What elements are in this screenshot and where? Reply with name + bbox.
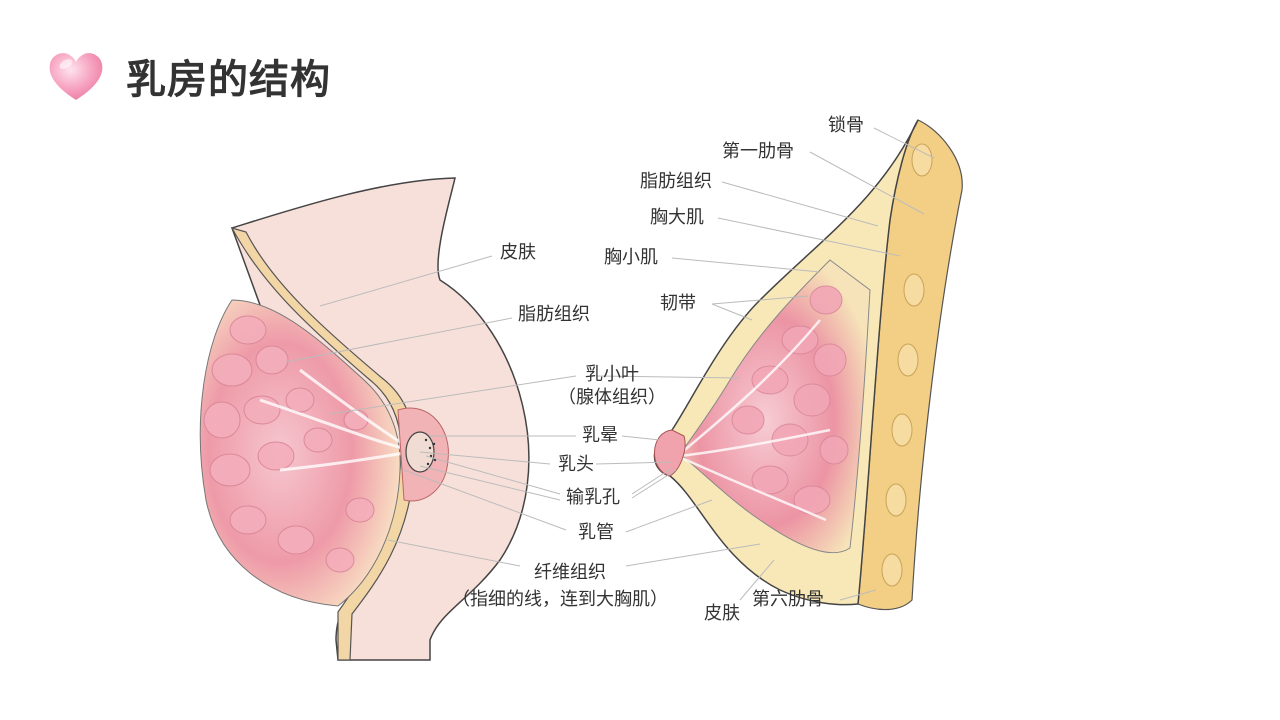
label-fat-left: 脂肪组织 xyxy=(518,304,590,325)
left-breast-section xyxy=(199,177,530,661)
page-title: 乳房的结构 xyxy=(126,57,331,103)
label-ligament: 韧带 xyxy=(660,293,696,314)
left-leader-lines xyxy=(285,255,577,567)
label-nipple: 乳头 xyxy=(558,454,594,475)
label-lobule: 乳小叶 xyxy=(585,364,639,385)
label-clavicle: 锁骨 xyxy=(828,115,864,136)
right-breast-section xyxy=(653,119,963,611)
label-skin-left: 皮肤 xyxy=(500,242,536,263)
label-duct-opening: 输乳孔 xyxy=(566,487,620,508)
label-skin-right: 皮肤 xyxy=(704,603,740,624)
right-leader-lines xyxy=(595,127,935,601)
label-fat-right: 脂肪组织 xyxy=(640,171,712,192)
label-pec-minor: 胸小肌 xyxy=(604,247,658,268)
heart-icon xyxy=(49,53,103,100)
label-areola: 乳晕 xyxy=(582,425,618,446)
label-rib6: 第六肋骨 xyxy=(752,589,824,610)
title-bar: 乳房的结构 xyxy=(44,44,331,108)
label-duct: 乳管 xyxy=(578,522,614,543)
label-fiber-sub: （指细的线，连到大胸肌） xyxy=(452,589,668,610)
label-fiber: 纤维组织 xyxy=(534,562,606,583)
label-lobule-sub: （腺体组织） xyxy=(558,387,666,408)
label-rib1: 第一肋骨 xyxy=(722,141,794,162)
label-pec-major: 胸大肌 xyxy=(650,207,704,228)
